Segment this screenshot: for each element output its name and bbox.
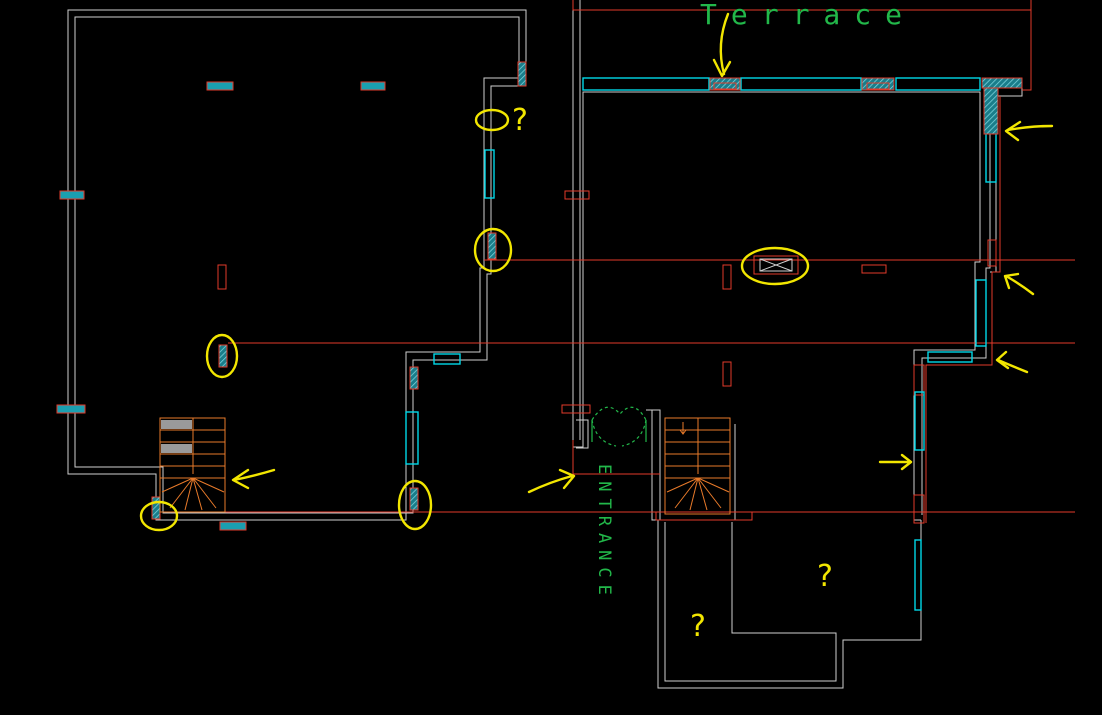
markup-circle — [205, 333, 239, 379]
markup-circle — [740, 246, 810, 286]
entrance-doors — [591, 406, 647, 447]
entrance-label: ENTRANCE — [594, 464, 614, 602]
markup-circle — [474, 108, 510, 132]
arrow-icon — [1003, 272, 1035, 296]
terrace-area — [572, 0, 1032, 91]
markup-circle — [397, 479, 433, 531]
markup-annotations: ? ? ? — [139, 12, 1054, 644]
red-features — [217, 82, 890, 414]
reference-lines — [156, 96, 1075, 524]
question-mark: ? — [512, 103, 528, 138]
arrow-icon — [231, 468, 276, 490]
labels: Terrace ENTRANCE — [594, 0, 916, 602]
south-annex-walls — [657, 424, 922, 689]
question-mark: ? — [817, 559, 833, 594]
markup-circle — [473, 227, 513, 273]
arrow-icon — [995, 350, 1029, 374]
arrow-icon — [1004, 120, 1054, 142]
question-mark: ? — [690, 609, 706, 644]
left-staircase — [159, 417, 226, 513]
columns — [56, 61, 1023, 531]
arrow-icon — [527, 468, 576, 494]
left-building-walls — [67, 9, 527, 521]
arrow-icon — [878, 453, 913, 471]
terrace-label: Terrace — [700, 0, 916, 31]
center-staircase — [664, 417, 731, 515]
markup-circle — [139, 500, 179, 532]
windows — [405, 77, 997, 611]
arrow-icon — [712, 12, 732, 78]
